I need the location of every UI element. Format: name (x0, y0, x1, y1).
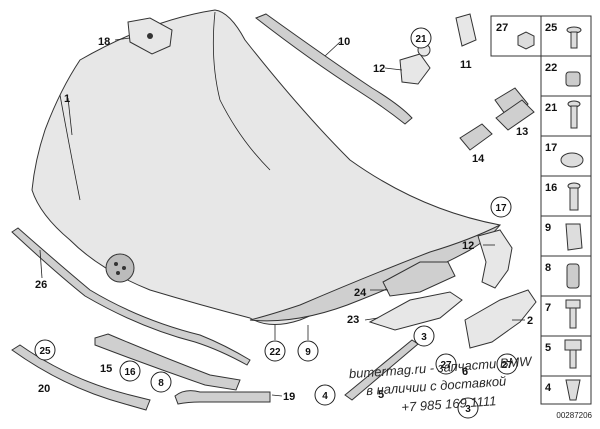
side-label-9: 9 (545, 222, 551, 234)
label-8: 8 (158, 378, 164, 389)
label-4: 4 (322, 391, 328, 402)
plain-labels: 1 18 10 12 11 13 14 12 24 23 2 26 15 20 … (35, 36, 533, 403)
strip-20 (11, 344, 151, 411)
buffer-22-icon (565, 71, 581, 87)
watermark-line3: +7 985 169 1111 (401, 393, 497, 415)
label-10: 10 (338, 36, 350, 48)
frame-23 (368, 291, 463, 331)
label-16: 16 (124, 367, 136, 378)
side-label-7: 7 (545, 302, 551, 314)
clip-4-icon (565, 379, 581, 401)
clip-11 (455, 13, 477, 47)
side-label-22: 22 (545, 62, 557, 74)
side-label-27: 27 (496, 22, 508, 34)
label-1: 1 (64, 93, 70, 105)
label-11: 11 (460, 59, 472, 71)
nut-5-icon (564, 339, 582, 369)
clip-16-icon (567, 182, 581, 211)
hinge-12 (477, 229, 513, 289)
label-23: 23 (347, 314, 359, 326)
seal-10 (255, 13, 413, 125)
label-27b: 27 (501, 360, 513, 371)
seal-strip-26 (11, 227, 251, 366)
label-2: 2 (527, 315, 533, 327)
screw-7-icon (565, 299, 581, 329)
label-21: 21 (415, 34, 427, 45)
label-12a: 12 (373, 63, 385, 75)
grille-24 (382, 261, 456, 297)
side-label-21: 21 (545, 102, 557, 114)
label-5: 5 (378, 389, 384, 401)
tube-19 (174, 390, 271, 405)
label-24: 24 (354, 287, 367, 299)
doc-id: 00287206 (556, 411, 592, 420)
label-9: 9 (305, 347, 311, 358)
label-17: 17 (495, 203, 507, 214)
hinge-2 (464, 289, 537, 349)
label-27a: 27 (440, 360, 452, 371)
screw-25-icon (566, 26, 582, 49)
leader-lines (39, 37, 525, 397)
label-25: 25 (39, 346, 51, 357)
screw-21-icon (567, 100, 581, 129)
bracket-15 (94, 333, 241, 391)
side-label-17: 17 (545, 142, 557, 154)
side-label-5: 5 (545, 342, 551, 354)
label-26: 26 (35, 279, 47, 291)
bracket-12-upper (399, 53, 431, 85)
side-label-25: 25 (545, 22, 557, 34)
label-15: 15 (100, 363, 112, 375)
rubber-13b (495, 99, 535, 131)
side-label-8: 8 (545, 262, 551, 274)
label-22: 22 (269, 347, 281, 358)
label-12b: 12 (462, 240, 474, 252)
buffer-8-icon (566, 263, 580, 289)
rubber-13 (494, 87, 529, 119)
label-19: 19 (283, 391, 295, 403)
label-18: 18 (98, 36, 110, 48)
circled-labels: 21 17 3 22 9 25 16 8 4 27 27 3 (34, 27, 518, 419)
side-label-4: 4 (545, 382, 552, 394)
label-14: 14 (472, 153, 485, 165)
label-3b: 3 (465, 404, 471, 415)
label-20: 20 (38, 383, 50, 395)
rubber-14 (459, 123, 493, 151)
label-6: 6 (462, 366, 468, 378)
label-13: 13 (516, 126, 528, 138)
label-3: 3 (421, 332, 427, 343)
watermark: bumermag.ru - запчасти BMW в наличии с д… (348, 353, 533, 415)
hardware-side-panel: 27 25 22 21 17 16 9 8 (490, 15, 592, 405)
nut-icon (517, 31, 535, 50)
plug-17-icon (560, 152, 584, 168)
hood-panel (31, 9, 502, 325)
clip-9-icon (565, 223, 583, 251)
side-label-16: 16 (545, 182, 557, 194)
